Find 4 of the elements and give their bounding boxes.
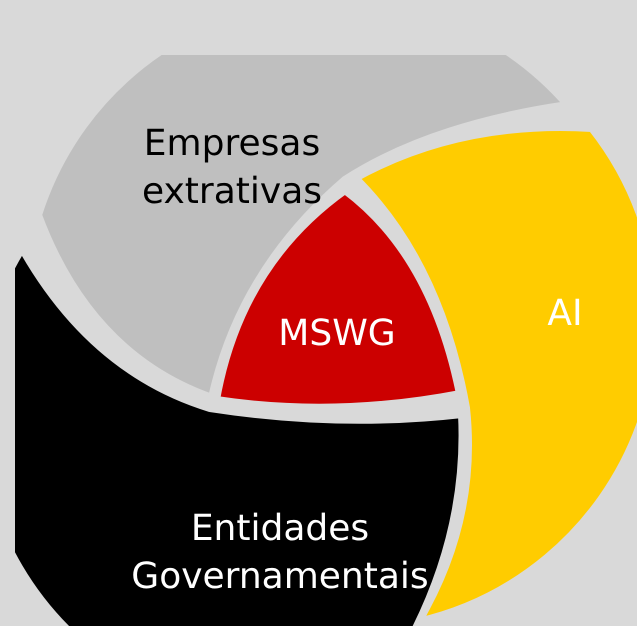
- segment-label: Empresas extrativas: [140, 122, 324, 214]
- segment-label: Entidades Governamentais: [130, 507, 430, 599]
- segment-label: AI: [546, 292, 584, 336]
- segment-label: MSWG: [277, 312, 397, 356]
